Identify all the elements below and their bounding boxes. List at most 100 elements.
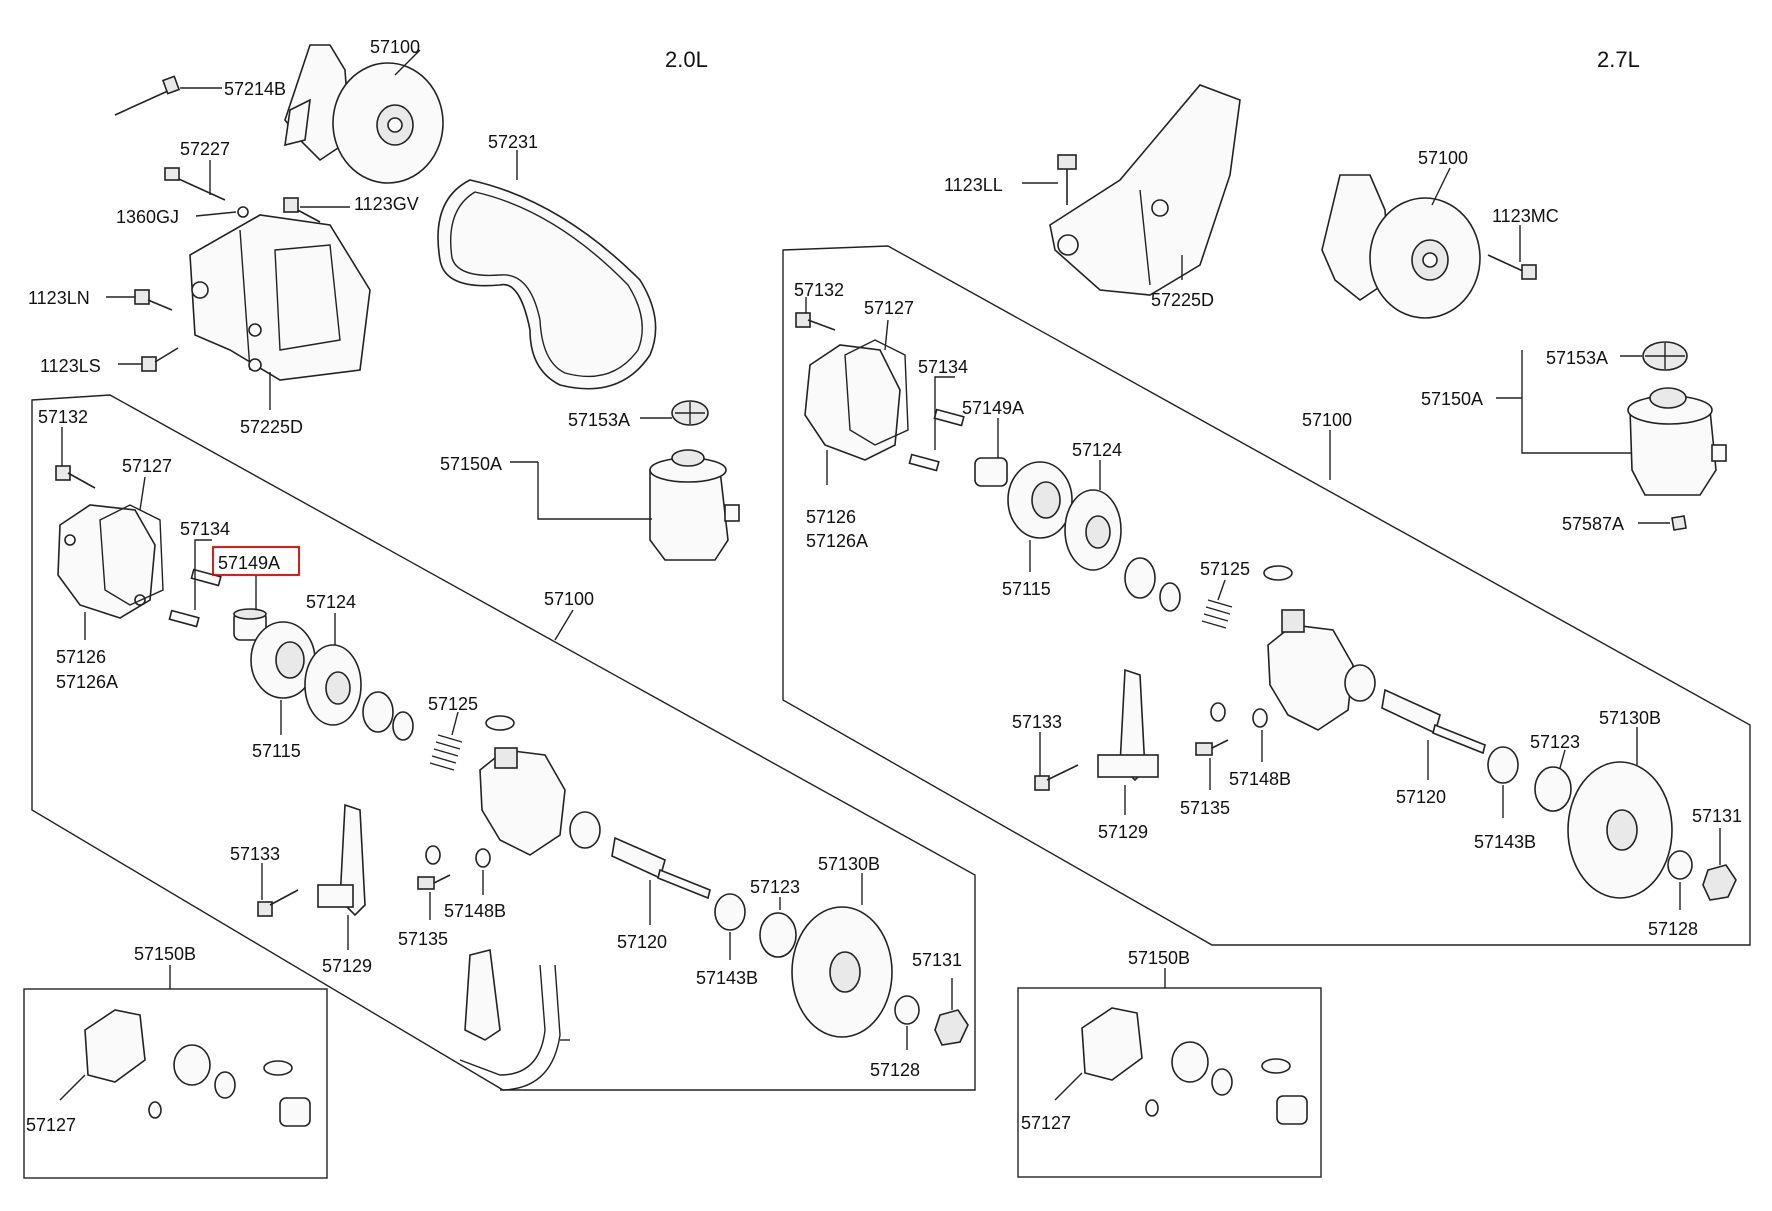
label-57150B-left[interactable]: 57150B <box>134 944 196 964</box>
label-57143B-right[interactable]: 57143B <box>1474 832 1536 852</box>
o-ring-right-d[interactable] <box>1210 702 1226 722</box>
label-57131-right[interactable]: 57131 <box>1692 806 1742 826</box>
gasket-57127-left[interactable] <box>99 504 164 606</box>
label-57127-kit-left[interactable]: 57127 <box>26 1115 76 1135</box>
label-57130B-left[interactable]: 57130B <box>818 854 880 874</box>
label-57132-right[interactable]: 57132 <box>794 280 844 300</box>
label-57124-left[interactable]: 57124 <box>306 592 356 612</box>
label-57115-left[interactable]: 57115 <box>252 741 301 761</box>
bracket-57129-right[interactable] <box>1097 668 1159 782</box>
label-57231[interactable]: 57231 <box>488 132 538 152</box>
pulley-57130B-right[interactable] <box>1567 761 1673 899</box>
label-57128-right[interactable]: 57128 <box>1648 919 1698 939</box>
bracket-57129-left[interactable] <box>317 803 366 917</box>
ring-57148B-left[interactable] <box>475 848 491 868</box>
label-57150A-left[interactable]: 57150A <box>440 454 502 474</box>
snap-ring-57123-right[interactable] <box>1534 766 1572 812</box>
label-57132-left[interactable]: 57132 <box>38 407 88 427</box>
label-57153A-right[interactable]: 57153A <box>1546 348 1608 368</box>
label-57100-top-left[interactable]: 57100 <box>370 37 420 57</box>
bolt-1123LN[interactable] <box>134 289 173 311</box>
label-57125-right[interactable]: 57125 <box>1200 559 1250 579</box>
pump-body-57100-left[interactable] <box>479 747 566 856</box>
seal-57143B-left[interactable] <box>714 893 746 931</box>
cam-ring-57115-right[interactable] <box>1007 461 1073 539</box>
o-ring-left-a[interactable] <box>362 691 394 733</box>
snap-ring-57123-left[interactable] <box>759 912 797 958</box>
valve-57135-left[interactable] <box>417 874 451 890</box>
label-1360GJ[interactable]: 1360GJ <box>116 207 179 227</box>
label-57129-right[interactable]: 57129 <box>1098 822 1148 842</box>
washer-57128-right[interactable] <box>1667 850 1693 880</box>
nut-57131-right[interactable] <box>1702 864 1737 901</box>
label-57587A[interactable]: 57587A <box>1562 514 1624 534</box>
cover-57126-left[interactable] <box>57 504 156 619</box>
o-ring-right-c[interactable] <box>1263 565 1293 581</box>
label-57100-mid-left[interactable]: 57100 <box>544 589 594 609</box>
label-57123-right[interactable]: 57123 <box>1530 732 1580 752</box>
label-57100-top-right[interactable]: 57100 <box>1418 148 1468 168</box>
shaft-57120-left[interactable] <box>569 811 711 900</box>
label-57131-left[interactable]: 57131 <box>912 950 962 970</box>
ring-57148B-right[interactable] <box>1252 708 1268 728</box>
label-57120-right[interactable]: 57120 <box>1396 787 1446 807</box>
label-57148B-right[interactable]: 57148B <box>1229 769 1291 789</box>
reservoir-57150A-left[interactable] <box>649 449 740 561</box>
bolt-1123LL[interactable] <box>1057 154 1077 205</box>
label-57127-left[interactable]: 57127 <box>122 456 172 476</box>
label-57115-right[interactable]: 57115 <box>1002 579 1051 599</box>
kit-parts-left[interactable] <box>84 1009 311 1127</box>
label-57100-mid-right[interactable]: 57100 <box>1302 410 1352 430</box>
label-1123LL[interactable]: 1123LL <box>944 175 1003 195</box>
label-57150B-right[interactable]: 57150B <box>1128 948 1190 968</box>
washer-1360GJ[interactable] <box>237 206 249 218</box>
label-57134-right[interactable]: 57134 <box>918 357 968 377</box>
label-57123-left[interactable]: 57123 <box>750 877 800 897</box>
reservoir-57150A-right[interactable] <box>1627 387 1727 496</box>
label-1123LS[interactable]: 1123LS <box>40 356 101 376</box>
o-ring-left-b[interactable] <box>392 711 414 741</box>
bolt-57132-right[interactable] <box>795 312 836 331</box>
seal-57143B-right[interactable] <box>1487 746 1519 784</box>
label-57126-left[interactable]: 57126 <box>56 647 106 667</box>
label-57149A-left[interactable]: 57149A <box>218 553 280 573</box>
belt-57231[interactable] <box>437 179 657 390</box>
label-57134-left[interactable]: 57134 <box>180 519 230 539</box>
label-57127-kit-right[interactable]: 57127 <box>1021 1113 1071 1133</box>
valve-57135-right[interactable] <box>1195 739 1229 756</box>
label-57133-left[interactable]: 57133 <box>230 844 280 864</box>
clip-57587A[interactable] <box>1671 515 1687 531</box>
label-57214B[interactable]: 57214B <box>224 79 286 99</box>
pump-assembly-top-right[interactable] <box>1321 174 1481 319</box>
label-57148B-left[interactable]: 57148B <box>444 901 506 921</box>
spring-57125-right[interactable] <box>1201 599 1233 629</box>
pump-assembly-top-left[interactable] <box>284 44 444 184</box>
bolt-57227[interactable] <box>164 167 226 201</box>
label-57126A-right[interactable]: 57126A <box>806 531 868 551</box>
bolt-57133-right[interactable] <box>1034 764 1079 791</box>
bolt-57132-left[interactable] <box>55 465 96 489</box>
bolt-1123GV[interactable] <box>283 197 321 223</box>
bracket-57225D-right[interactable] <box>1049 84 1241 296</box>
label-57125-left[interactable]: 57125 <box>428 694 478 714</box>
label-57126-right[interactable]: 57126 <box>806 507 856 527</box>
label-57153A-left[interactable]: 57153A <box>568 410 630 430</box>
cap-57153A-left[interactable] <box>671 400 709 426</box>
label-57130B-right[interactable]: 57130B <box>1599 708 1661 728</box>
o-ring-right-a[interactable] <box>1124 557 1156 599</box>
label-57124-right[interactable]: 57124 <box>1072 440 1122 460</box>
o-ring-left-c[interactable] <box>485 715 515 731</box>
label-57127-right[interactable]: 57127 <box>864 298 914 318</box>
bushing-57149A-left[interactable] <box>233 608 267 641</box>
nut-57131-left[interactable] <box>934 1009 969 1046</box>
label-57143B-left[interactable]: 57143B <box>696 968 758 988</box>
o-ring-right-b[interactable] <box>1159 582 1181 612</box>
kit-parts-right[interactable] <box>1081 1007 1308 1125</box>
pump-body-57100-right[interactable] <box>1267 609 1354 731</box>
plate-57124-right[interactable] <box>1064 489 1122 571</box>
bolt-1123MC[interactable] <box>1487 254 1537 280</box>
label-57120-left[interactable]: 57120 <box>617 932 667 952</box>
cap-57153A-right[interactable] <box>1642 341 1688 371</box>
label-1123MC[interactable]: 1123MC <box>1492 206 1559 226</box>
label-57129-left[interactable]: 57129 <box>322 956 372 976</box>
